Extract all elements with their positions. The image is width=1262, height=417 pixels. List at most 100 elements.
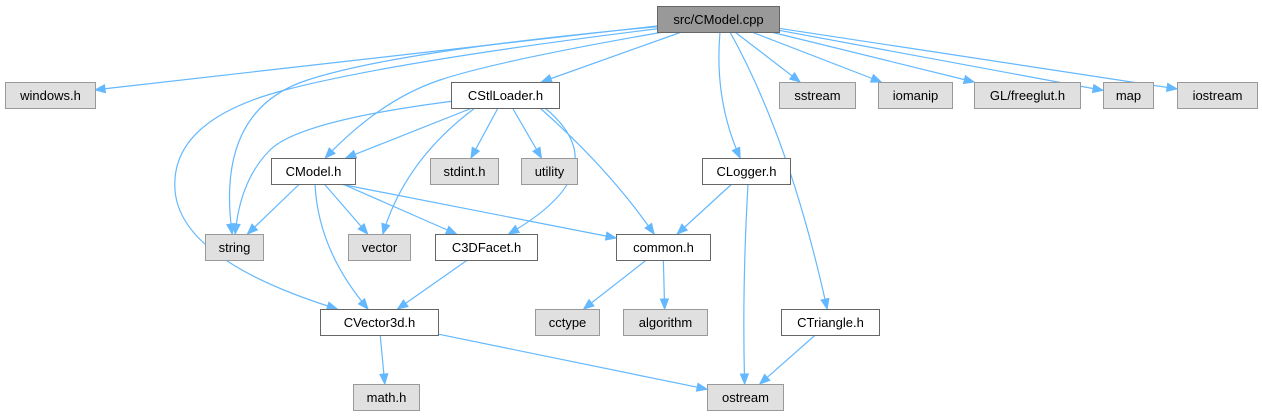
node-gl-freeglut-h: GL/freeglut.h — [974, 82, 1081, 109]
arrowhead-icon — [246, 223, 259, 235]
edge-cmodel_cpp-to-sstream — [734, 31, 802, 83]
edge-cmodel_h-to-common_h — [339, 183, 618, 241]
edge-cmodel_cpp-to-ctriangle_h — [729, 31, 830, 311]
arrowhead-icon — [325, 301, 339, 311]
arrowhead-icon — [731, 146, 741, 160]
node-box — [1103, 82, 1154, 109]
node-label: sstream — [794, 88, 840, 103]
edge-common_h-to-algorithm — [659, 259, 670, 311]
node-iostream: iostream — [1177, 82, 1258, 109]
node-label: CTriangle.h — [797, 315, 864, 330]
node-sstream: sstream — [779, 82, 856, 109]
node-label: utility — [535, 164, 565, 179]
node-algorithm: algorithm — [623, 309, 708, 336]
edge-cstlloader_h-to-common_h — [539, 107, 655, 236]
arrowhead-icon — [1091, 83, 1105, 94]
arrowhead-icon — [676, 223, 689, 235]
arrowhead-icon — [820, 297, 830, 311]
edge-cmodel_cpp-to-gl_freeglut_h — [770, 31, 976, 85]
arrowhead-icon — [1165, 82, 1179, 93]
arrowhead-icon — [540, 74, 553, 83]
node-cmodel-h[interactable]: CModel.h — [271, 158, 356, 185]
node-cstlloader-h[interactable]: CStlLoader.h — [451, 82, 560, 109]
node-c3dfacet-h[interactable]: C3DFacet.h — [435, 234, 538, 261]
node-ctriangle-h[interactable]: CTriangle.h — [781, 309, 880, 336]
arrowhead-icon — [604, 231, 618, 241]
edge-cmodel_h-to-cvector3d_h — [314, 183, 369, 311]
node-label: ostream — [722, 390, 769, 405]
node-windows-h: windows.h — [5, 82, 96, 109]
arrowhead-icon — [788, 71, 802, 83]
arrowhead-icon — [470, 146, 481, 160]
arrowhead-icon — [659, 298, 670, 311]
edge-cmodel_cpp-to-iostream — [778, 27, 1179, 93]
arrowhead-icon — [231, 223, 241, 236]
arrowhead-icon — [644, 222, 655, 236]
edge-cstlloader_h-to-vector — [381, 107, 476, 236]
node-common-h[interactable]: common.h — [616, 234, 711, 261]
edge-cmodel_cpp-to-map — [778, 29, 1105, 94]
node-box — [702, 158, 791, 185]
arrowhead-icon — [582, 298, 595, 310]
node-box — [974, 82, 1081, 109]
edge-cvector3d_h-to-ostream — [437, 333, 709, 392]
node-label: src/CModel.cpp — [673, 12, 763, 27]
node-box — [707, 384, 784, 411]
node-box — [657, 6, 780, 33]
node-label: common.h — [633, 240, 694, 255]
node-label: C3DFacet.h — [452, 240, 521, 255]
node-box — [435, 234, 538, 261]
node-box — [623, 309, 708, 336]
edge-ctriangle_h-to-ostream — [758, 334, 816, 385]
node-box — [451, 82, 560, 109]
arrowhead-icon — [695, 382, 709, 392]
node-box — [430, 158, 499, 185]
node-box — [205, 234, 264, 261]
arrowhead-icon — [869, 73, 883, 83]
edge-cvector3d_h-to-math_h — [379, 334, 389, 386]
node-cvector3d-h[interactable]: CVector3d.h — [320, 309, 439, 336]
edge-cmodel_cpp-to-cmodel_h — [324, 29, 676, 159]
node-box — [353, 384, 420, 411]
arrowhead-icon — [93, 83, 106, 94]
arrowhead-icon — [507, 224, 521, 235]
node-box — [878, 82, 953, 109]
node-label: iostream — [1193, 88, 1243, 103]
node-box — [535, 309, 600, 336]
arrowhead-icon — [324, 147, 336, 159]
node-label: CVector3d.h — [344, 315, 416, 330]
edge-clogger_h-to-common_h — [676, 183, 733, 235]
arrowhead-icon — [758, 373, 771, 385]
arrowhead-icon — [381, 222, 391, 236]
edge-cmodel_cpp-to-windows_h — [93, 25, 658, 94]
edge-common_h-to-cctype — [582, 259, 647, 310]
node-ostream: ostream — [707, 384, 784, 411]
node-box — [781, 309, 880, 336]
node-stdint-h: stdint.h — [430, 158, 499, 185]
node-cmodel-cpp[interactable]: src/CModel.cpp — [657, 6, 780, 33]
arrowhead-icon — [444, 225, 458, 235]
node-box — [521, 158, 578, 185]
node-label: vector — [362, 240, 398, 255]
edge-cmodel_h-to-c3dfacet_h — [342, 183, 458, 235]
node-label: CStlLoader.h — [468, 88, 543, 103]
edge-clogger_h-to-ostream — [739, 183, 750, 386]
node-box — [271, 158, 356, 185]
edge-cmodel_h-to-string — [246, 183, 300, 235]
edge-cstlloader_h-to-string — [231, 99, 463, 236]
node-label: string — [219, 240, 251, 255]
edge-cstlloader_h-to-utility — [512, 107, 543, 160]
node-box — [5, 82, 96, 109]
node-box — [1177, 82, 1258, 109]
edge-cmodel_cpp-to-iomanip — [751, 31, 883, 83]
arrowhead-icon — [739, 373, 750, 386]
node-clogger-h[interactable]: CLogger.h — [702, 158, 791, 185]
node-label: map — [1116, 88, 1141, 103]
node-string: string — [205, 234, 264, 261]
node-label: stdint.h — [444, 164, 486, 179]
arrowhead-icon — [357, 297, 369, 311]
node-box — [348, 234, 411, 261]
node-label: CLogger.h — [717, 164, 777, 179]
edge-cmodel_h-to-vector — [323, 183, 369, 236]
